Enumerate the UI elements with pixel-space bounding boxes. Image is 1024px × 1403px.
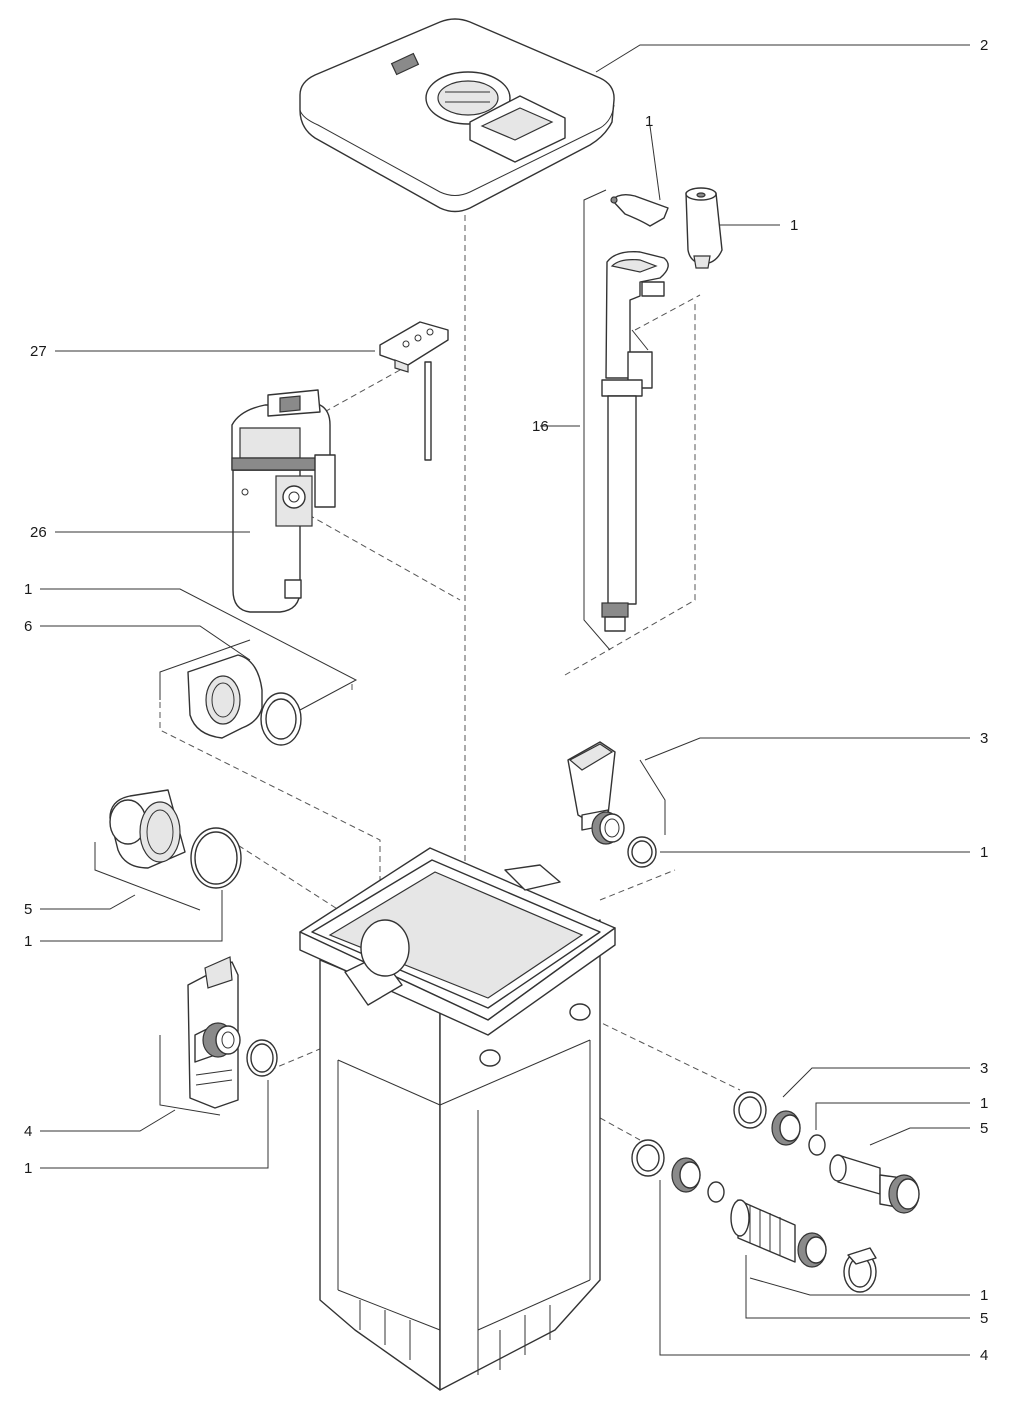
callout-5-hose-upper: 5 bbox=[980, 1120, 988, 1137]
callout-1-oring-valve: 1 bbox=[24, 1160, 32, 1177]
flange-6 bbox=[187, 654, 302, 746]
callout-26-pump-unit: 26 bbox=[30, 524, 47, 541]
callout-16-pump-tube: 16 bbox=[532, 418, 549, 435]
filter-housing bbox=[299, 847, 616, 1391]
callout-5-nozzle: 5 bbox=[24, 901, 32, 918]
callout-4-valve: 4 bbox=[24, 1123, 32, 1140]
lid bbox=[299, 18, 615, 213]
callout-2-lid: 2 bbox=[980, 37, 988, 54]
callout-1-sensor: 1 bbox=[790, 217, 798, 234]
callout-5-hose-lower: 5 bbox=[980, 1310, 988, 1327]
outlet-right bbox=[567, 741, 657, 868]
callout-1-oring-a: 1 bbox=[24, 581, 32, 598]
switch-plate bbox=[379, 321, 449, 461]
callout-1-hose-upper: 1 bbox=[980, 1095, 988, 1112]
callout-3-outlet: 3 bbox=[980, 730, 988, 747]
callout-1-hose-lower: 1 bbox=[980, 1287, 988, 1304]
callout-labels: 2 1 1 27 16 26 1 6 3 1 5 1 4 1 3 1 5 1 5… bbox=[24, 37, 988, 1364]
leader-lines bbox=[40, 44, 970, 1356]
callout-27-switch-plate: 27 bbox=[30, 343, 47, 360]
callout-3-hose-upper: 3 bbox=[980, 1060, 988, 1077]
callout-4-hose-lower: 4 bbox=[980, 1347, 988, 1364]
callout-1-oring-left: 1 bbox=[24, 933, 32, 950]
hose-connector-upper bbox=[733, 1091, 920, 1214]
nozzle-left bbox=[109, 789, 242, 889]
callout-6-flange: 6 bbox=[24, 618, 32, 635]
callout-1-clip: 1 bbox=[645, 113, 653, 130]
hose-connector-lower bbox=[631, 1139, 877, 1293]
callout-1-oring-right: 1 bbox=[980, 844, 988, 861]
pump-unit bbox=[231, 389, 336, 613]
valve-left bbox=[187, 956, 278, 1109]
pump-tube-assembly bbox=[601, 187, 723, 632]
